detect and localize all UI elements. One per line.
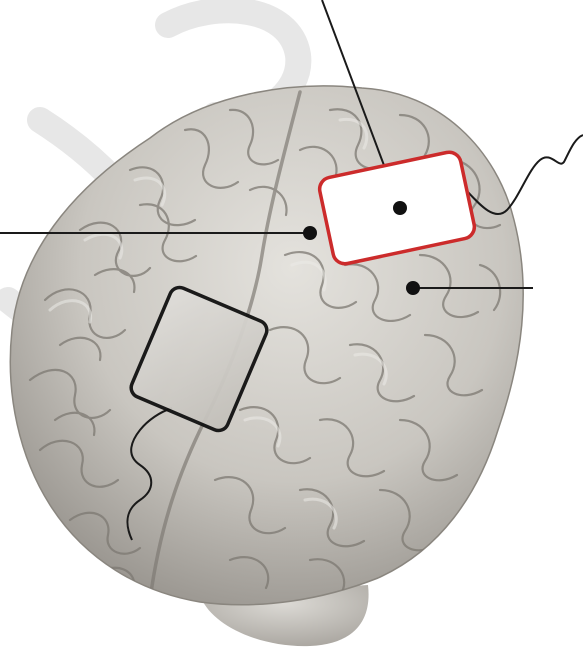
marker-dot-left [303, 226, 317, 240]
marker-dot-right [406, 281, 420, 295]
marker-dot-anode [393, 201, 407, 215]
